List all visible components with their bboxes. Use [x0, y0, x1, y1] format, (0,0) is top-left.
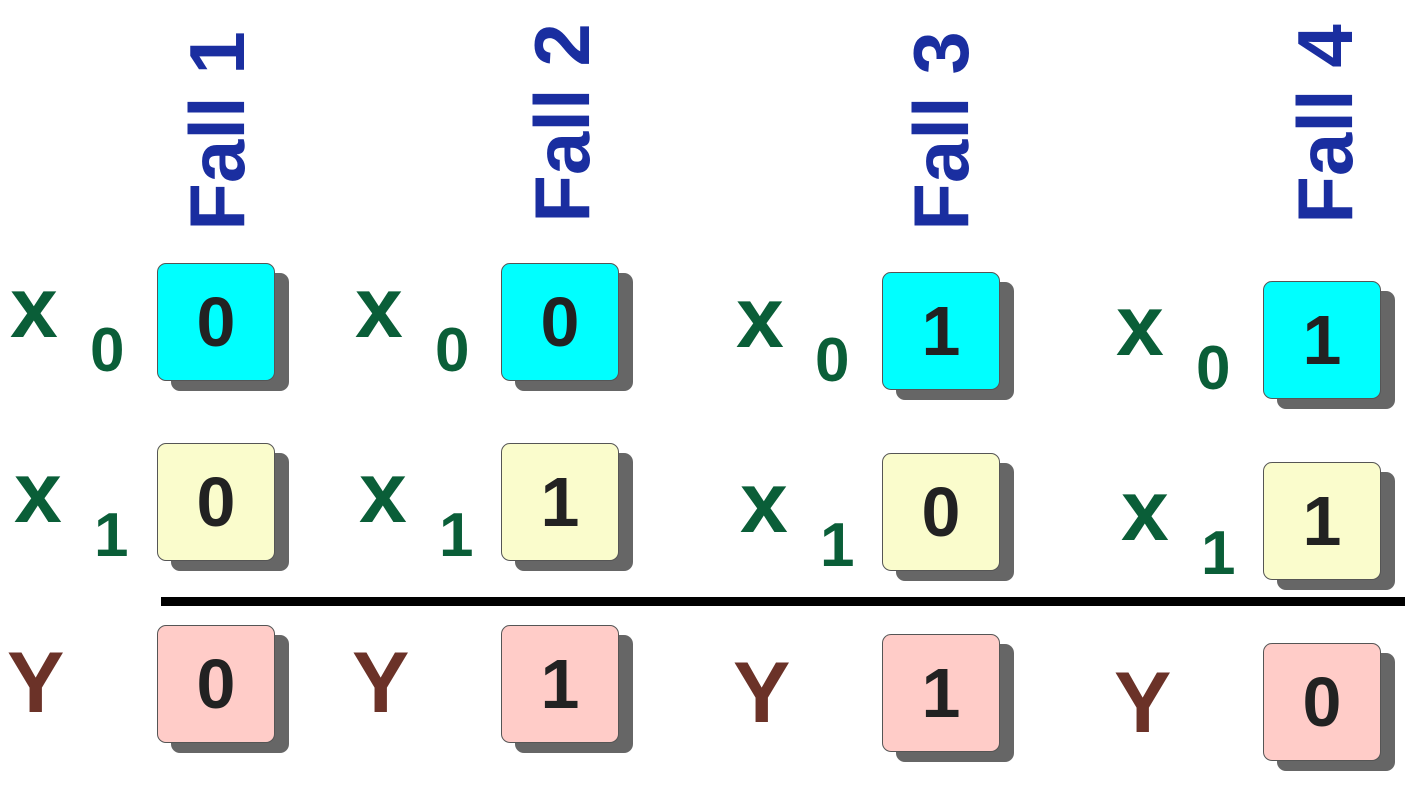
x1-subscript: 1: [94, 501, 129, 570]
x0-subscript: 0: [815, 326, 850, 395]
cell-value: 1: [882, 634, 1000, 752]
result-divider-line: [161, 597, 1405, 606]
x0-subscript: 0: [90, 316, 125, 385]
x1-subscript: 1: [439, 501, 474, 570]
x0-label: x: [10, 260, 58, 356]
y-label: Y: [352, 635, 410, 731]
x1-label: x: [14, 445, 62, 541]
case-1-y-cell: 0: [157, 625, 289, 753]
x0-subscript: 0: [1196, 334, 1231, 403]
cell-value: 1: [882, 272, 1000, 390]
x0-label: x: [1116, 278, 1164, 374]
cell-value: 0: [157, 625, 275, 743]
case-2-title: Fall 2: [518, 23, 606, 223]
cell-value: 0: [882, 453, 1000, 571]
case-2-x1-cell: 1: [501, 443, 633, 571]
cell-value: 0: [157, 263, 275, 381]
cell-value: 0: [501, 263, 619, 381]
cell-value: 1: [1263, 281, 1381, 399]
x1-label: x: [740, 455, 788, 551]
case-3-y-cell: 1: [882, 634, 1014, 762]
case-1-x1-cell: 0: [157, 443, 289, 571]
case-2-x0-cell: 0: [501, 263, 633, 391]
case-4-title: Fall 4: [1281, 24, 1369, 224]
cell-value: 1: [501, 443, 619, 561]
y-label: Y: [1114, 655, 1172, 751]
case-3-x0-cell: 1: [882, 272, 1014, 400]
y-label: Y: [733, 645, 791, 741]
cell-value: 1: [501, 625, 619, 743]
y-label: Y: [7, 635, 65, 731]
case-1-title: Fall 1: [173, 31, 261, 231]
x0-label: x: [355, 260, 403, 356]
x0-label: x: [736, 270, 784, 366]
cell-value: 1: [1263, 462, 1381, 580]
case-4-x0-cell: 1: [1263, 281, 1395, 409]
x0-subscript: 0: [435, 316, 470, 385]
cell-value: 0: [1263, 643, 1381, 761]
cell-value: 0: [157, 443, 275, 561]
case-4-y-cell: 0: [1263, 643, 1395, 771]
case-3-x1-cell: 0: [882, 453, 1014, 581]
case-3-title: Fall 3: [897, 31, 985, 231]
x1-label: x: [359, 445, 407, 541]
case-1-x0-cell: 0: [157, 263, 289, 391]
x1-label: x: [1121, 463, 1169, 559]
x1-subscript: 1: [820, 511, 855, 580]
case-4-x1-cell: 1: [1263, 462, 1395, 590]
case-2-y-cell: 1: [501, 625, 633, 753]
x1-subscript: 1: [1201, 519, 1236, 588]
